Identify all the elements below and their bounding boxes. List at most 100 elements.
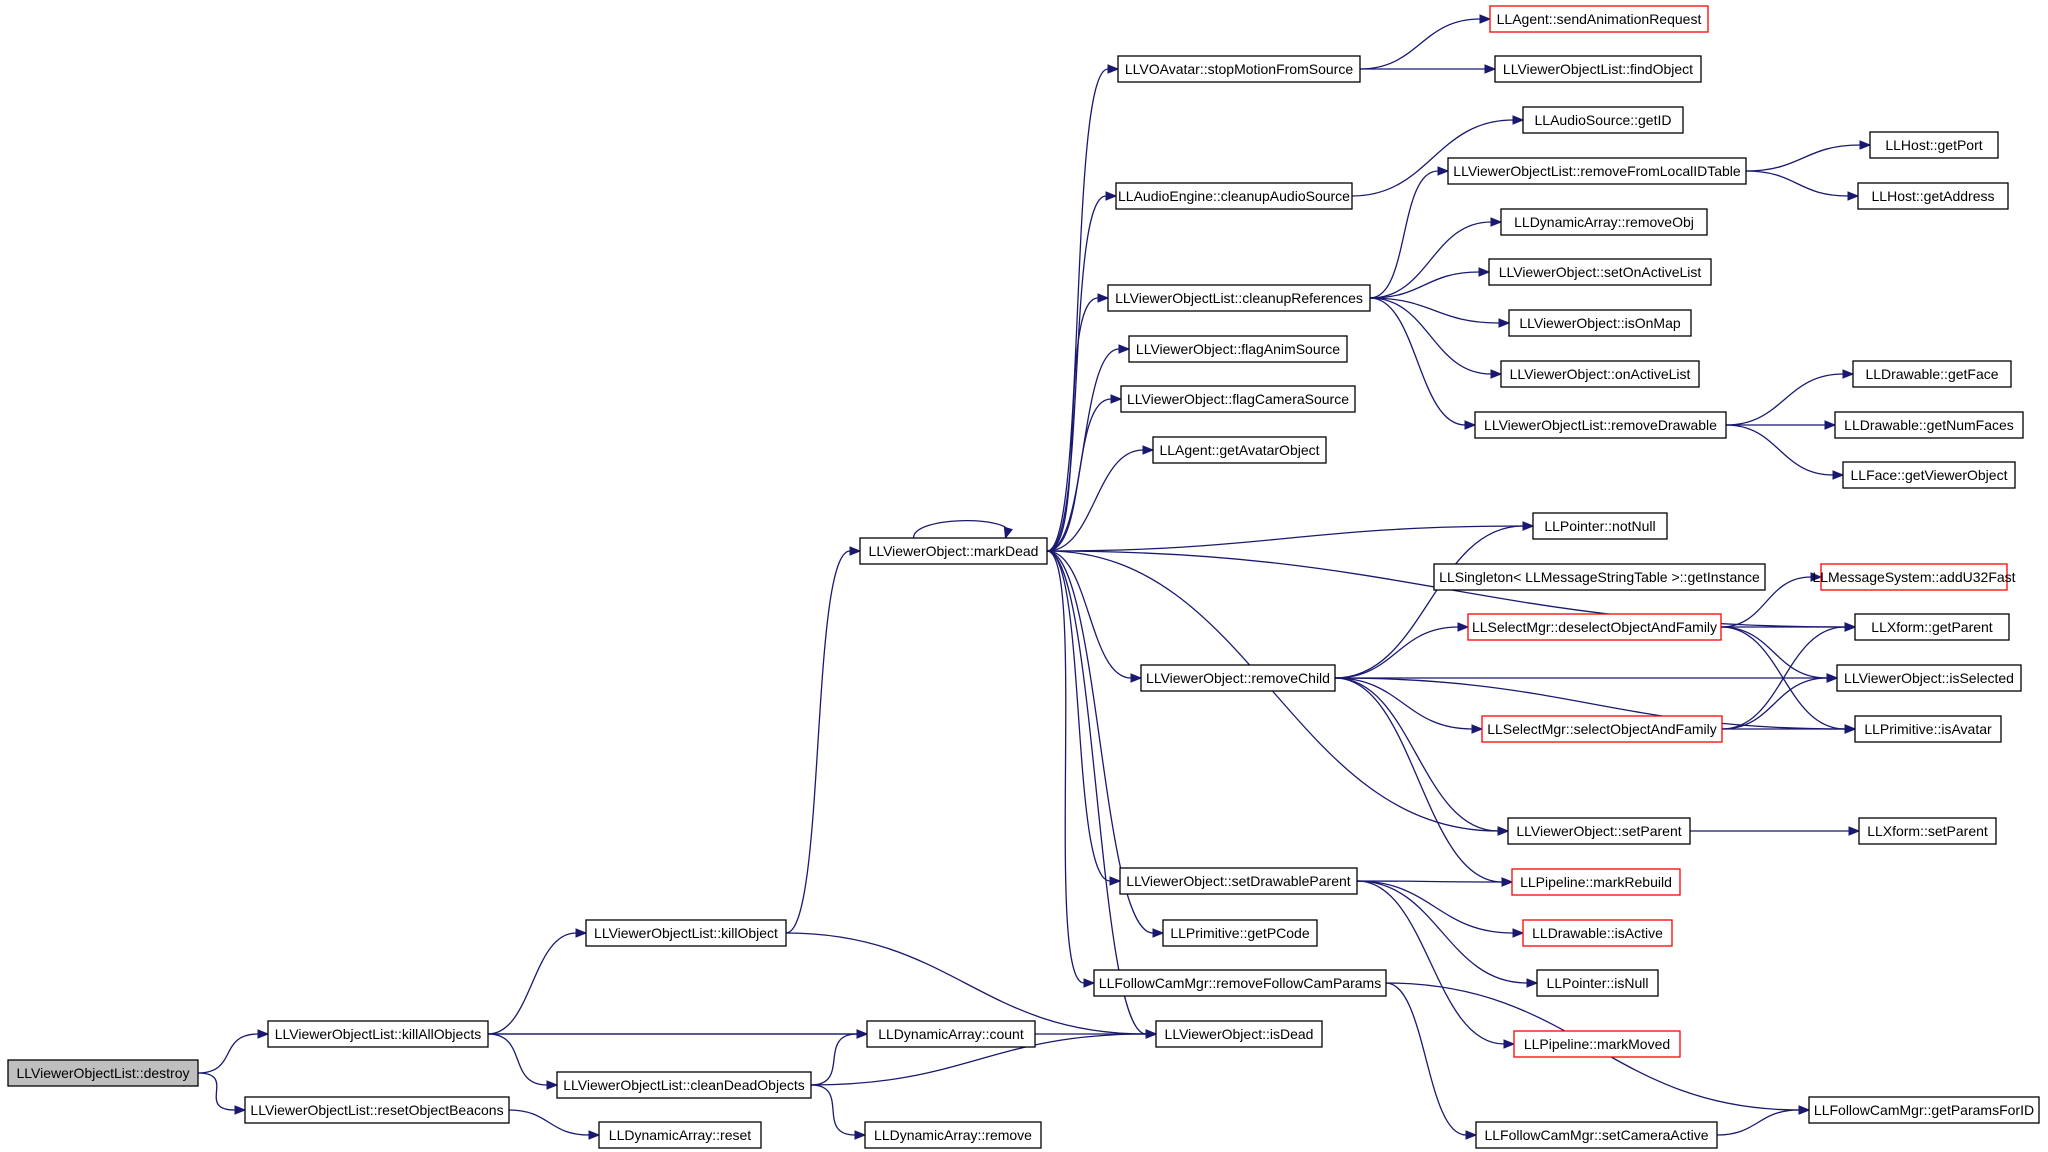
node-not-null[interactable]: LLPointer::notNull (1532, 512, 1668, 540)
node-find-object[interactable]: LLViewerObjectList::findObject (1494, 55, 1702, 83)
node-add-u32[interactable]: LLMessageSystem::addU32Fast (1812, 563, 2016, 591)
edge-arrowhead (234, 1105, 247, 1115)
node-is-null[interactable]: LLPointer::isNull (1536, 969, 1659, 997)
edge-arrowhead (575, 928, 588, 938)
call-nodes: LLViewerObjectList::destroyLLViewerObjec… (7, 5, 2040, 1149)
node-is-dead[interactable]: LLViewerObject::isDead (1155, 1020, 1323, 1048)
edge-line (1046, 68, 1109, 552)
node-remove-follow[interactable]: LLFollowCamMgr::removeFollowCamParams (1093, 969, 1387, 997)
edge-line (197, 1033, 259, 1074)
node-label: LLFollowCamMgr::setCameraActive (1484, 1127, 1708, 1143)
node-singleton[interactable]: LLSingleton< LLMessageStringTable >::get… (1433, 563, 1766, 591)
node-set-draw-parent[interactable]: LLViewerObject::setDrawableParent (1119, 867, 1358, 895)
edge-arrowhead (1490, 369, 1503, 379)
node-get-num-faces[interactable]: LLDrawable::getNumFaces (1834, 411, 2024, 439)
edge-line (1369, 297, 1492, 375)
edge-arrowhead (1130, 673, 1143, 683)
edge-arrowhead (1522, 521, 1535, 531)
node-box (1481, 715, 1723, 743)
node-label: LLViewerObject::flagCameraSource (1127, 391, 1349, 407)
node-flag-anim[interactable]: LLViewerObject::flagAnimSource (1128, 335, 1348, 363)
node-box (859, 537, 1048, 565)
edge-arrowhead (1105, 191, 1118, 201)
node-stop-motion[interactable]: LLVOAvatar::stopMotionFromSource (1117, 55, 1361, 83)
node-audio-get-id[interactable]: LLAudioSource::getID (1522, 106, 1684, 134)
edge-stop-motion-to-find-object (1360, 64, 1497, 74)
node-is-active[interactable]: LLDrawable::isActive (1522, 919, 1673, 947)
edge-line (810, 1084, 856, 1136)
node-kill-object[interactable]: LLViewerObjectList::killObject (585, 919, 787, 947)
node-label: LLXform::getParent (1871, 619, 1993, 635)
node-set-on-active[interactable]: LLViewerObject::setOnActiveList (1488, 258, 1712, 286)
node-get-params-for-id[interactable]: LLFollowCamMgr::getParamsForID (1808, 1096, 2040, 1124)
node-box (1869, 131, 1999, 159)
edge-line (1369, 297, 1500, 324)
node-xf-set-parent[interactable]: LLXform::setParent (1858, 817, 1997, 845)
node-label: LLViewerObjectList::killObject (594, 925, 778, 941)
edge-line (1046, 550, 1111, 882)
node-remove-drawable[interactable]: LLViewerObjectList::removeDrawable (1474, 411, 1727, 439)
node-kill-all[interactable]: LLViewerObjectList::killAllObjects (267, 1020, 489, 1048)
edge-destroy-to-kill-all (197, 1029, 270, 1074)
edge-arrowhead (1003, 526, 1013, 540)
node-da-reset[interactable]: LLDynamicArray::reset (598, 1121, 762, 1149)
node-remove-obj[interactable]: LLDynamicArray::removeObj (1500, 208, 1708, 236)
node-label: LLViewerObjectList::cleanDeadObjects (563, 1077, 805, 1093)
node-remove-local[interactable]: LLViewerObjectList::removeFromLocalIDTab… (1447, 157, 1747, 185)
edge-arrowhead (1478, 267, 1491, 277)
edge-arrowhead (1859, 140, 1872, 150)
node-remove-child[interactable]: LLViewerObject::removeChild (1140, 664, 1336, 692)
node-set-cam-active[interactable]: LLFollowCamMgr::setCameraActive (1475, 1121, 1718, 1149)
edge-line (1716, 1109, 1800, 1136)
node-is-selected[interactable]: LLViewerObject::isSelected (1836, 664, 2022, 692)
node-on-active[interactable]: LLViewerObject::onActiveList (1500, 360, 1700, 388)
node-destroy[interactable]: LLViewerObjectList::destroy (7, 1059, 199, 1087)
node-get-pcode[interactable]: LLPrimitive::getPCode (1162, 919, 1318, 947)
node-deselect[interactable]: LLSelectMgr::deselectObjectAndFamily (1467, 613, 1722, 641)
node-is-on-map[interactable]: LLViewerObject::isOnMap (1508, 309, 1692, 337)
node-send-anim[interactable]: LLAgent::sendAnimationRequest (1489, 5, 1709, 33)
edge-arrowhead (1490, 217, 1503, 227)
node-reset-beacons[interactable]: LLViewerObjectList::resetObjectBeacons (244, 1096, 510, 1124)
edge-arrowhead (1512, 115, 1525, 125)
edge-arrowhead (1832, 470, 1845, 480)
edge-mark-dead-to-remove-child (1046, 550, 1143, 683)
node-host-addr[interactable]: LLHost::getAddress (1857, 182, 2009, 210)
edge-arrowhead (1464, 420, 1477, 430)
edge-arrowhead (257, 1029, 270, 1039)
edge-cleanup-refs-to-set-on-active (1369, 267, 1491, 299)
node-is-avatar[interactable]: LLPrimitive::isAvatar (1854, 715, 2002, 743)
node-label: LLViewerObject::setOnActiveList (1499, 264, 1702, 280)
edge-arrowhead (1484, 64, 1497, 74)
edge-remove-child-to-is-selected (1335, 673, 1839, 683)
node-clean-dead[interactable]: LLViewerObjectList::cleanDeadObjects (556, 1071, 812, 1099)
node-flag-camera[interactable]: LLViewerObject::flagCameraSource (1120, 385, 1356, 413)
edge-line (1334, 677, 1473, 730)
node-da-count[interactable]: LLDynamicArray::count (866, 1020, 1036, 1048)
node-mark-rebuild[interactable]: LLPipeline::markRebuild (1511, 868, 1681, 896)
node-cleanup-audio[interactable]: LLAudioEngine::cleanupAudioSource (1115, 182, 1353, 210)
node-cleanup-refs[interactable]: LLViewerObjectList::cleanupReferences (1107, 284, 1371, 312)
node-select-obj[interactable]: LLSelectMgr::selectObjectAndFamily (1481, 715, 1723, 743)
edge-mark-dead-to-cleanup-refs (1046, 293, 1110, 552)
node-label: LLFollowCamMgr::removeFollowCamParams (1099, 975, 1381, 991)
node-mark-dead[interactable]: LLViewerObject::markDead (859, 537, 1048, 565)
edge-arrowhead (1083, 978, 1096, 988)
node-xf-get-parent[interactable]: LLXform::getParent (1854, 613, 2010, 641)
node-set-parent[interactable]: LLViewerObject::setParent (1507, 817, 1691, 845)
node-get-viewer-obj[interactable]: LLFace::getViewerObject (1842, 461, 2016, 489)
edge-arrowhead (1145, 1029, 1158, 1039)
edge-line (1356, 880, 1505, 1045)
node-da-remove[interactable]: LLDynamicArray::remove (864, 1121, 1042, 1149)
node-label: LLAudioSource::getID (1535, 112, 1672, 128)
node-box (1474, 411, 1727, 439)
edge-arrowhead (1109, 876, 1122, 886)
node-get-face[interactable]: LLDrawable::getFace (1852, 360, 2012, 388)
node-get-avatar[interactable]: LLAgent::getAvatarObject (1152, 436, 1327, 464)
node-mark-moved[interactable]: LLPipeline::markMoved (1513, 1030, 1681, 1058)
edge-arrowhead (1471, 724, 1484, 734)
node-label: LLViewerObjectList::removeDrawable (1484, 417, 1717, 433)
edge-arrowhead (1512, 928, 1525, 938)
node-label: LLMessageSystem::addU32Fast (1812, 569, 2015, 585)
node-host-port[interactable]: LLHost::getPort (1869, 131, 1999, 159)
